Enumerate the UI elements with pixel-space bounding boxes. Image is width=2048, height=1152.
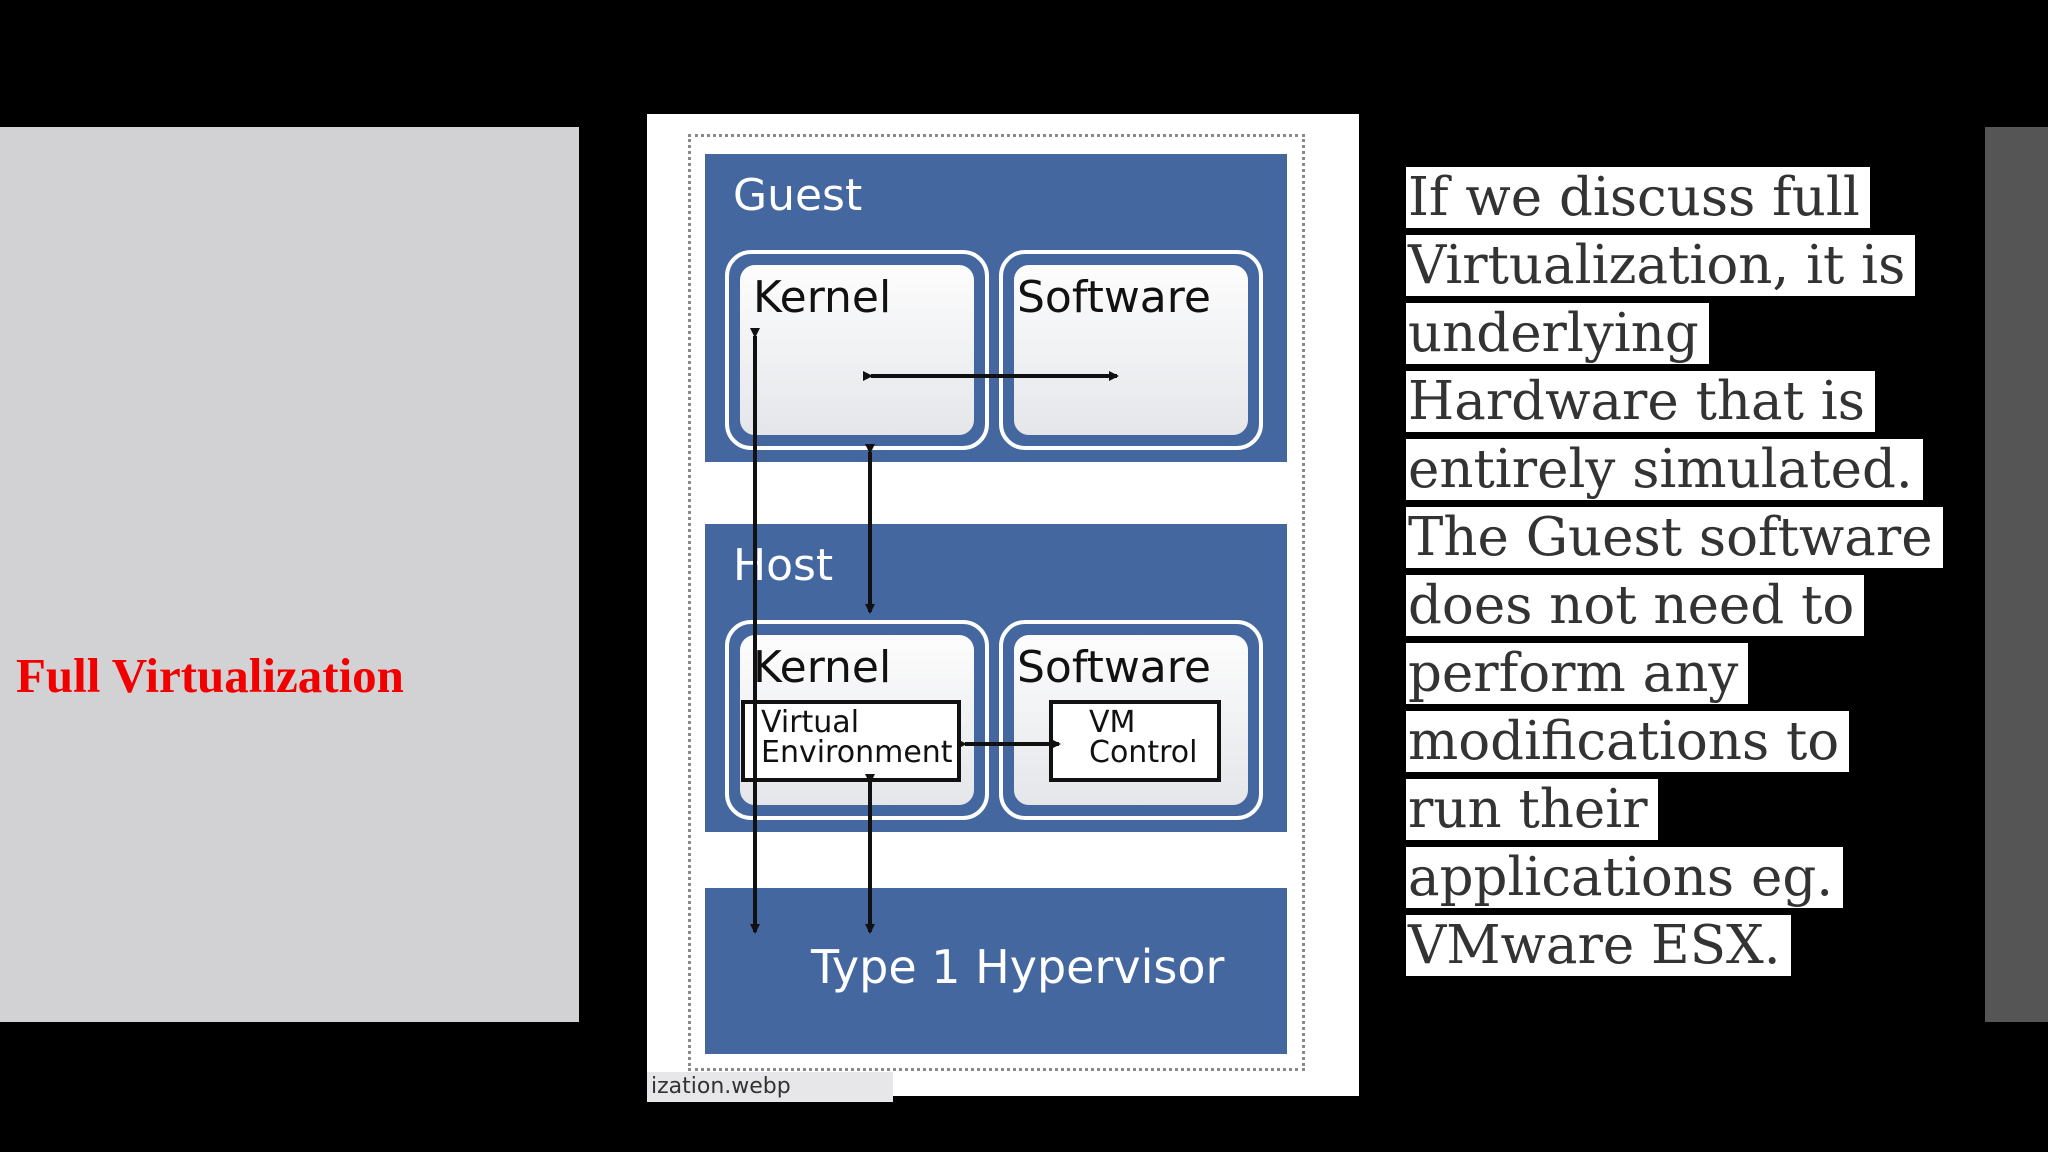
guest-software-label: Software <box>1017 272 1211 323</box>
vm-control-line2: Control <box>1089 735 1198 770</box>
description-line: If we discuss full <box>1406 164 1943 232</box>
host-software-label: Software <box>1017 642 1211 693</box>
slide-title: Full Virtualization <box>16 648 404 703</box>
file-name-tab: ization.webp <box>647 1072 893 1102</box>
description-line: does not need to <box>1406 572 1943 640</box>
host-label: Host <box>733 540 834 591</box>
description-line: applications eg. <box>1406 844 1943 912</box>
diagram-image: Guest Kernel Software Host Kernel Virtua… <box>647 114 1359 1102</box>
description-line: Virtualization, it is <box>1406 232 1943 300</box>
guest-label: Guest <box>733 170 863 221</box>
hypervisor-label: Type 1 Hypervisor <box>811 940 1225 994</box>
host-band: Host Kernel Virtual Environment Software… <box>705 524 1287 832</box>
description-line: entirely simulated. <box>1406 436 1943 504</box>
guest-software-box: Software <box>999 250 1263 450</box>
description-line: run their <box>1406 776 1943 844</box>
virtual-env-line1: Virtual <box>761 705 860 740</box>
guest-kernel-box: Kernel <box>725 250 989 450</box>
description-line: modifications to <box>1406 708 1943 776</box>
host-software-box: Software VM Control <box>999 620 1263 820</box>
description-line: underlying <box>1406 300 1943 368</box>
description-text: If we discuss full Virtualization, it is… <box>1406 164 1943 980</box>
guest-band: Guest Kernel Software <box>705 154 1287 462</box>
hypervisor-band: Type 1 Hypervisor <box>705 888 1287 1054</box>
description-line: VMware ESX. <box>1406 912 1943 980</box>
description-line: perform any <box>1406 640 1943 708</box>
description-line: The Guest software <box>1406 504 1943 572</box>
host-kernel-box: Kernel Virtual Environment <box>725 620 989 820</box>
description-line: Hardware that is <box>1406 368 1943 436</box>
vm-control-box: VM Control <box>1049 700 1221 782</box>
virtual-env-line2: Environment <box>761 735 953 770</box>
right-slide-edge <box>1985 127 2048 1022</box>
guest-kernel-label: Kernel <box>753 272 892 323</box>
host-kernel-label: Kernel <box>753 642 892 693</box>
vm-control-line1: VM <box>1089 705 1136 740</box>
dotted-border <box>688 134 1305 1071</box>
virtual-environment-box: Virtual Environment <box>741 700 961 782</box>
left-slide-panel: Full Virtualization <box>0 127 579 1022</box>
diagram-arrows <box>750 328 1119 934</box>
